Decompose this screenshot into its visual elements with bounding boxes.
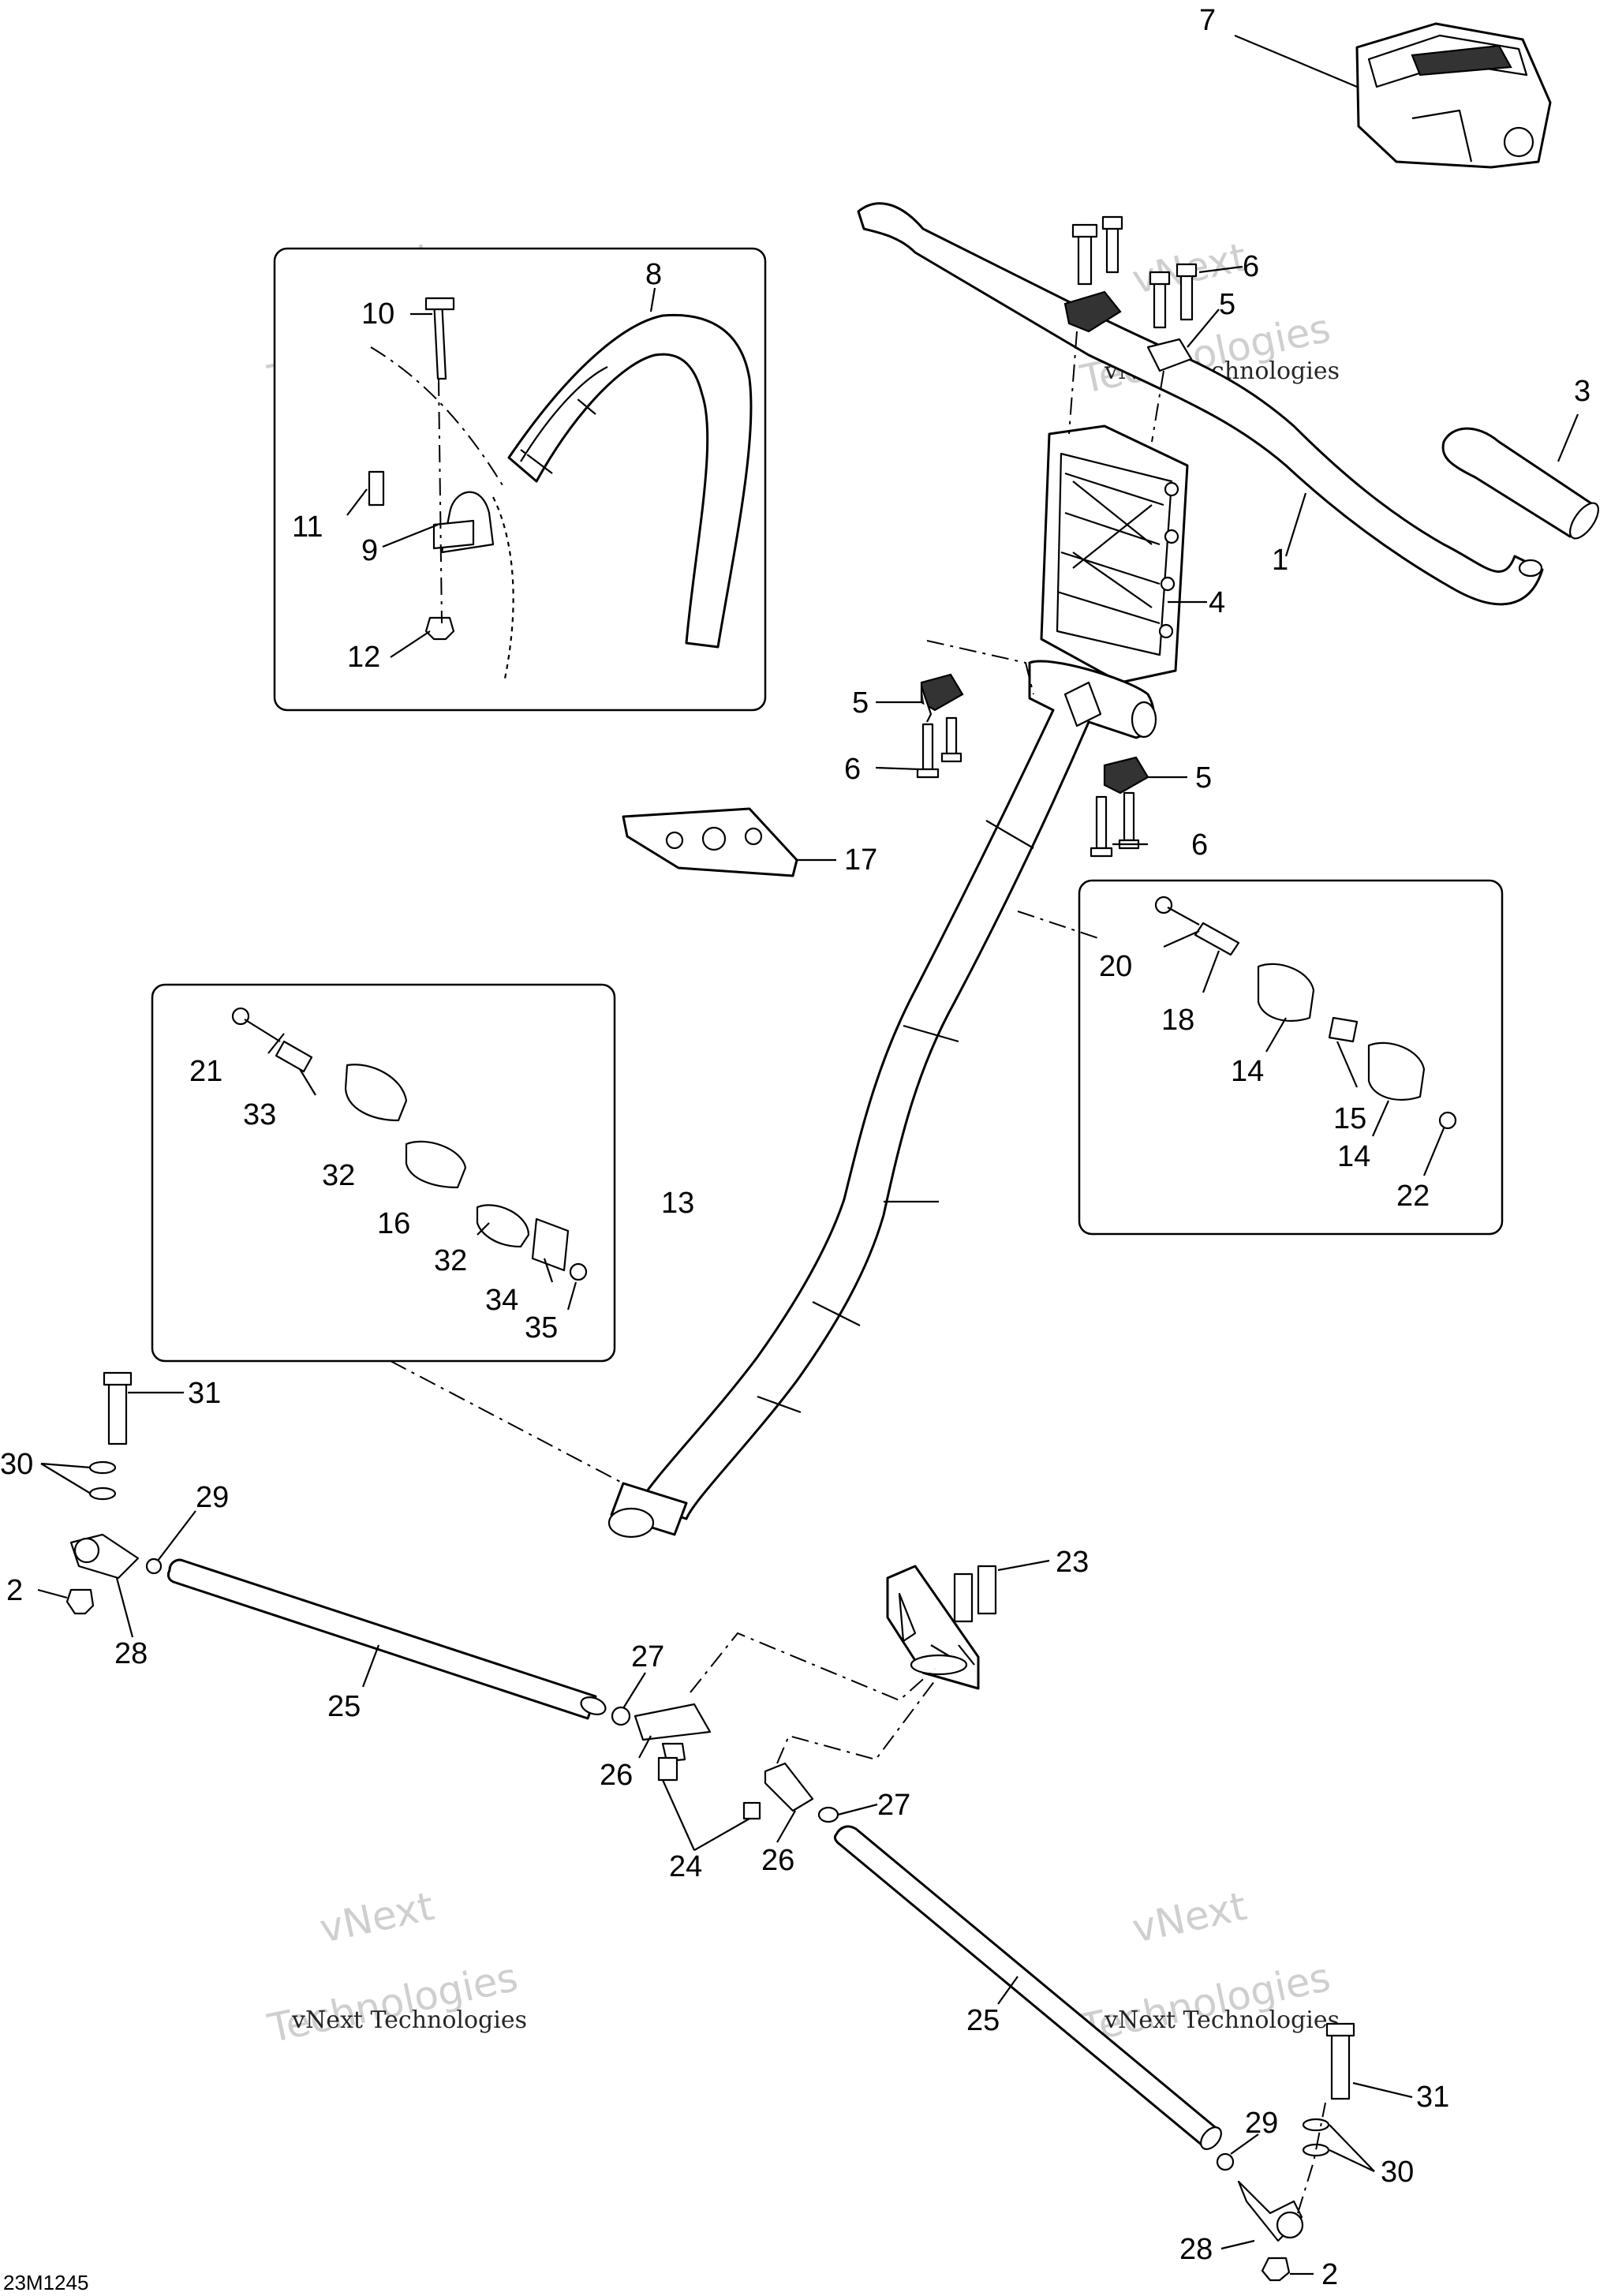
riser-bracket [1040,424,1189,684]
tie-rod-assembly [65,1371,1355,2282]
callout-32: 32 [434,1244,467,1277]
callout-31: 31 [188,1377,221,1410]
callout-30: 30 [0,1448,33,1481]
callout-5: 5 [1195,761,1212,795]
callout-32: 32 [322,1159,355,1192]
callout-29: 29 [196,1481,229,1514]
callout-11: 11 [292,510,323,544]
callout-24: 24 [669,1850,702,1883]
callout-27: 27 [631,1640,664,1673]
callout-4: 4 [1209,586,1225,619]
callout-13: 13 [661,1187,694,1220]
watermark-top: vNext [1128,1883,1250,1952]
callout-8: 8 [645,258,662,291]
callout-6: 6 [1191,828,1208,862]
callout-15: 15 [1333,1102,1366,1135]
bumper-tube [507,313,753,649]
inset-left-clamp [151,983,616,1363]
callout-25: 25 [327,1690,361,1723]
callout-18: 18 [1161,1004,1194,1037]
callout-16: 16 [377,1207,410,1240]
diagram-code: 23M1245 [3,2271,88,2294]
inset-right-clamp [1078,879,1504,1236]
callout-5: 5 [852,686,869,720]
callout-21: 21 [189,1055,222,1088]
left-clamp-parts [231,1007,624,1484]
callout-26: 26 [761,1844,794,1877]
steering-column [607,660,1157,1539]
callout-28: 28 [1179,2233,1213,2266]
callout-34: 34 [485,1284,518,1317]
callout-31: 31 [1416,2081,1449,2114]
callout-23: 23 [1056,1546,1089,1579]
callout-9: 9 [361,534,378,567]
callout-35: 35 [525,1311,558,1344]
callouts: 7 8 10 6 5 3 11 9 1 4 12 5 6 5 6 17 20 1… [0,4,1590,2291]
callout-6: 6 [844,753,861,786]
watermark-label: vNext Technologies [291,2006,527,2034]
top-clamp-hardware [1063,215,1198,443]
callout-26: 26 [600,1759,633,1792]
watermark-bottom: Technologies [264,1954,521,2052]
callout-20: 20 [1099,950,1132,983]
callout-2: 2 [1321,2258,1338,2291]
callout-25: 25 [966,2004,1000,2037]
callout-30: 30 [1381,2156,1414,2189]
callout-14: 14 [1337,1140,1370,1173]
callout-12: 12 [347,641,380,674]
callout-5: 5 [1219,288,1235,321]
watermark-label: vNext Technologies [1104,2006,1340,2034]
bumper-clamp-parts [368,297,514,679]
callout-7: 7 [1199,4,1216,37]
callout-22: 22 [1396,1180,1430,1213]
callout-17: 17 [844,843,877,877]
callout-33: 33 [243,1098,276,1131]
mount-plate [622,807,798,877]
callout-3: 3 [1574,375,1590,408]
callout-28: 28 [114,1637,148,1670]
lower-clamp-hardware [916,640,1149,858]
callout-14: 14 [1231,1055,1264,1088]
callout-1: 1 [1272,544,1288,577]
inset-bumper-clamp [273,247,767,712]
callout-6: 6 [1243,250,1259,283]
right-clamp-parts [1017,896,1457,1130]
callout-29: 29 [1245,2107,1278,2140]
watermark-bottom: Technologies [1076,1954,1334,2052]
callout-27: 27 [877,1789,910,1822]
watermark-top: vNext [316,1883,438,1952]
handlebar-cover [1355,22,1552,169]
callout-10: 10 [361,297,394,331]
handlebar-grip [1441,427,1599,540]
leader-lines [37,34,1579,2275]
callout-2: 2 [6,1574,23,1607]
